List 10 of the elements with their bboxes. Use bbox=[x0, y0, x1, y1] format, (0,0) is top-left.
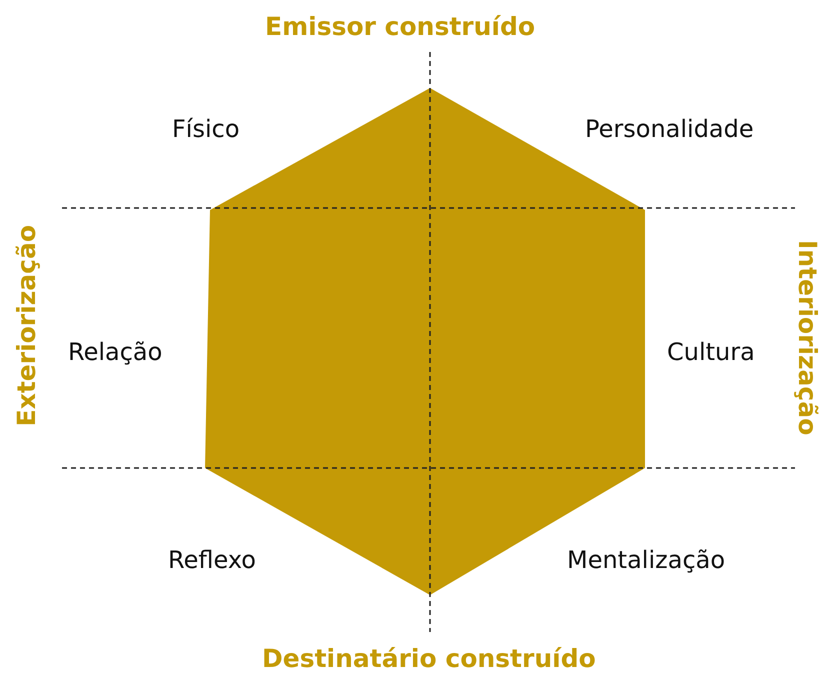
facet-label: Relação bbox=[68, 340, 162, 364]
facet-label: Personalidade bbox=[585, 117, 754, 141]
axis-label: Emissor construído bbox=[265, 14, 536, 39]
facet-label: Cultura bbox=[667, 340, 755, 364]
axis-label: Destinatário construído bbox=[262, 646, 596, 671]
facet-label: Mentalização bbox=[567, 548, 726, 572]
axis-label: Interiorização bbox=[795, 240, 820, 436]
facet-label: Físico bbox=[172, 117, 240, 141]
axis-label: Exteriorização bbox=[14, 225, 39, 426]
facet-label: Reflexo bbox=[168, 548, 256, 572]
